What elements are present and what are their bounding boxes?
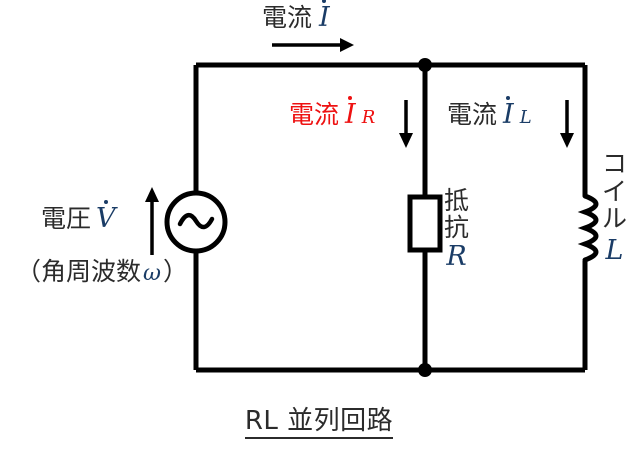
label-current-r-symbol-wrap: I [345,96,356,130]
label-voltage: 電圧 V [41,200,116,234]
label-angular-frequency: （角周波数 ω ） [16,259,188,285]
label-current-r-text: 電流 [289,100,340,129]
label-resistor-symbol: R [446,241,467,272]
label-voltage-symbol: V [96,203,116,234]
label-inductor-line1: コ [602,149,628,178]
label-inductor: コ イ ル L [602,150,627,265]
inductor-symbol [577,193,599,263]
label-resistor: 抵 抗 R [444,186,470,272]
label-current-total-symbol: I [319,2,330,33]
diagram-caption-text: RL 並列回路 [244,408,394,439]
resistor-symbol [407,194,443,253]
overdot-icon [348,96,353,100]
label-inductor-line3: ル [602,204,628,233]
label-inductor-line2: イ [602,176,628,206]
junction-node-top [418,58,432,72]
arrow-current-l [560,100,574,148]
arrow-voltage [145,187,159,255]
label-resistor-line2: 抗 [444,212,470,242]
label-current-l: 電流 I L [447,96,532,130]
sine-wave-icon [177,213,215,230]
overdot-icon [506,96,511,100]
label-resistor-line1: 抵 [444,186,470,215]
label-inductor-symbol: L [605,234,624,266]
overdot-icon [103,200,108,204]
label-current-l-symbol-wrap: I [503,96,514,130]
label-current-r-subscript: R [361,107,376,128]
arrow-current-r [399,100,413,148]
label-angular-frequency-close: ） [162,257,188,286]
label-current-total-text: 電流 [262,3,313,32]
label-current-total: 電流 I [262,0,330,33]
label-voltage-symbol-wrap: V [96,200,116,234]
overdot-icon [322,0,327,3]
label-current-total-symbol-wrap: I [319,0,330,33]
label-current-r: 電流 I R [289,96,376,130]
label-angular-frequency-symbol: ω [143,261,161,286]
label-angular-frequency-open: （角周波数 [16,257,142,286]
label-voltage-text: 電圧 [41,204,92,233]
label-current-l-subscript: L [519,107,532,128]
label-current-l-symbol: I [503,99,514,130]
arrow-current-total [272,38,354,52]
junction-node-bottom [418,363,432,377]
diagram-caption: RL 並列回路 [0,408,638,439]
label-current-r-symbol: I [345,99,356,130]
label-current-l-text: 電流 [447,100,498,129]
